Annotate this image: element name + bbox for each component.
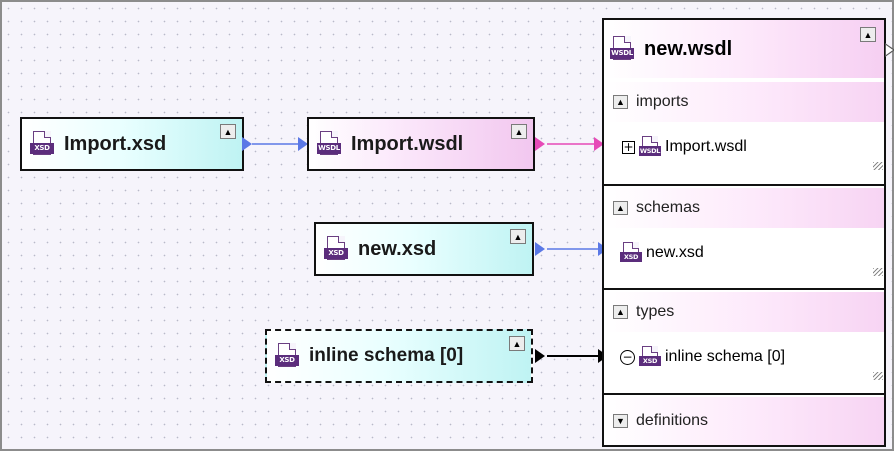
- import-xsd-node[interactable]: XSD Import.xsd ▲: [20, 117, 244, 171]
- resize-grip[interactable]: [873, 268, 883, 276]
- definitions-section-header[interactable]: ▼ definitions: [604, 397, 884, 445]
- collapse-section-button[interactable]: ▲: [613, 305, 628, 319]
- xsd-file-icon: XSD: [30, 131, 54, 157]
- types-item[interactable]: inline schema [0]: [665, 348, 786, 365]
- node-title: Import.xsd: [64, 132, 167, 155]
- xsd-file-icon: XSD: [639, 346, 661, 368]
- output-handle[interactable]: [535, 349, 545, 363]
- collapse-button[interactable]: ▲: [860, 27, 876, 42]
- node-title: new.xsd: [358, 237, 437, 260]
- import-wsdl-node[interactable]: WSDL Import.wsdl ▲: [307, 117, 535, 171]
- imports-item[interactable]: Import.wsdl: [665, 138, 747, 155]
- section-label: schemas: [636, 199, 701, 216]
- output-handle[interactable]: [535, 242, 545, 256]
- expand-section-button[interactable]: ▼: [613, 414, 628, 428]
- section-label: definitions: [636, 412, 709, 429]
- output-handle[interactable]: [242, 137, 252, 151]
- input-handle[interactable]: [594, 137, 604, 151]
- schemas-item[interactable]: new.xsd: [646, 244, 704, 261]
- section-label: imports: [636, 93, 689, 110]
- schemas-section-header[interactable]: ▲ schemas: [604, 188, 884, 228]
- output-handle[interactable]: [885, 43, 894, 57]
- panel-title: new.wsdl: [644, 37, 733, 60]
- collapse-button[interactable]: ▲: [509, 336, 525, 351]
- section-label: types: [636, 303, 675, 320]
- imports-section-body: + WSDL Import.wsdl: [604, 122, 884, 172]
- output-handle[interactable]: [535, 137, 545, 151]
- types-section-header[interactable]: ▲ types: [604, 292, 884, 332]
- imports-section-header[interactable]: ▲ imports: [604, 82, 884, 122]
- collapse-section-button[interactable]: ▲: [613, 95, 628, 109]
- node-title: Import.wsdl: [351, 132, 464, 155]
- collapse-button[interactable]: ▲: [511, 124, 527, 139]
- collapse-circle-icon[interactable]: −: [620, 349, 635, 365]
- wsdl-file-icon: WSDL: [639, 136, 661, 158]
- collapse-button[interactable]: ▲: [510, 229, 526, 244]
- section-divider: [604, 184, 884, 186]
- section-divider: [604, 288, 884, 290]
- wsdl-document-panel[interactable]: WSDL new.wsdl ▲ ▲ imports + WSDL Import.…: [602, 18, 894, 447]
- collapse-section-button[interactable]: ▲: [613, 201, 628, 215]
- collapse-button[interactable]: ▲: [220, 124, 236, 139]
- xsd-file-icon: XSD: [275, 343, 299, 369]
- input-handle[interactable]: [298, 137, 308, 151]
- inline-schema-node[interactable]: XSD inline schema [0] ▲: [265, 329, 533, 383]
- wsdl-file-icon: WSDL: [317, 131, 341, 157]
- schemas-section-body: XSD new.xsd: [604, 228, 884, 278]
- resize-grip[interactable]: [873, 372, 883, 380]
- section-divider: [604, 393, 884, 395]
- node-title: inline schema [0]: [309, 345, 464, 366]
- new-xsd-node[interactable]: XSD new.xsd ▲: [314, 222, 534, 276]
- resize-grip[interactable]: [873, 162, 883, 170]
- expand-icon[interactable]: +: [622, 140, 635, 154]
- xsd-file-icon: XSD: [620, 242, 642, 264]
- wsdl-file-icon: WSDL: [610, 36, 634, 62]
- xsd-file-icon: XSD: [324, 236, 348, 262]
- types-section-body: − XSD inline schema [0]: [604, 332, 884, 382]
- panel-header: WSDL new.wsdl ▲: [604, 20, 884, 78]
